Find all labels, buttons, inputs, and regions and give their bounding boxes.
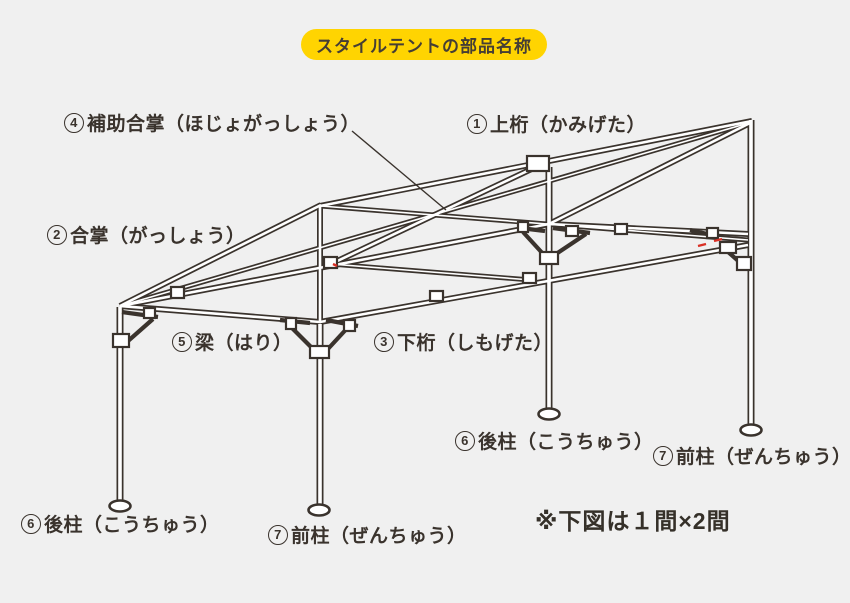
part-label-text: 前柱（ぜんちゅう） — [676, 447, 850, 468]
part-number-badge: 5 — [172, 331, 192, 352]
part-number-badge: 7 — [268, 524, 288, 545]
title-badge: スタイルテントの部品名称 — [301, 29, 547, 60]
red-joint-marks — [332, 237, 723, 268]
part-label-text: 合掌（がっしょう） — [70, 226, 246, 247]
part-label-text: 上桁（かみげた） — [490, 115, 647, 136]
part-number-badge: 4 — [64, 112, 84, 133]
part-label-zenchu-right: 7 前柱（ぜんちゅう） — [653, 442, 850, 469]
part-number-badge: 2 — [47, 224, 67, 245]
joint-collars — [111, 154, 753, 360]
part-label-text: 補助合掌（ほじょがっしょう） — [87, 114, 361, 135]
part-label-kochu-left: 6 後柱（こうちゅう） — [21, 510, 220, 537]
part-label-text: 後柱（こうちゅう） — [44, 515, 220, 536]
part-number-badge: 6 — [21, 513, 41, 534]
part-label-gassho: 2 合掌（がっしょう） — [47, 221, 246, 248]
pillar-feet — [108, 407, 763, 517]
part-label-hari: 5 梁（はり） — [172, 328, 293, 355]
part-label-kochu-right: 6 後柱（こうちゅう） — [455, 427, 654, 454]
part-number-badge: 6 — [455, 430, 475, 451]
label-pointer-line — [351, 130, 447, 211]
part-label-text: 下桁（しもげた） — [397, 333, 554, 354]
part-label-kamigeta: 1 上桁（かみげた） — [467, 110, 646, 137]
part-number-badge: 3 — [374, 331, 394, 352]
part-label-zenchu-front: 7 前柱（ぜんちゅう） — [268, 521, 467, 548]
part-label-hojo-gassho: 4 補助合掌（ほじょがっしょう） — [64, 109, 360, 136]
part-label-text: 前柱（ぜんちゅう） — [291, 526, 467, 547]
part-label-text: 梁（はり） — [195, 333, 293, 354]
title-badge-label: スタイルテントの部品名称 — [316, 37, 532, 56]
part-label-shimogeta: 3 下桁（しもげた） — [374, 328, 553, 355]
part-label-text: 後柱（こうちゅう） — [478, 432, 654, 453]
part-number-badge: 7 — [653, 445, 673, 466]
scale-note: ※下図は１間×2間 — [535, 508, 731, 534]
part-number-badge: 1 — [467, 113, 487, 134]
